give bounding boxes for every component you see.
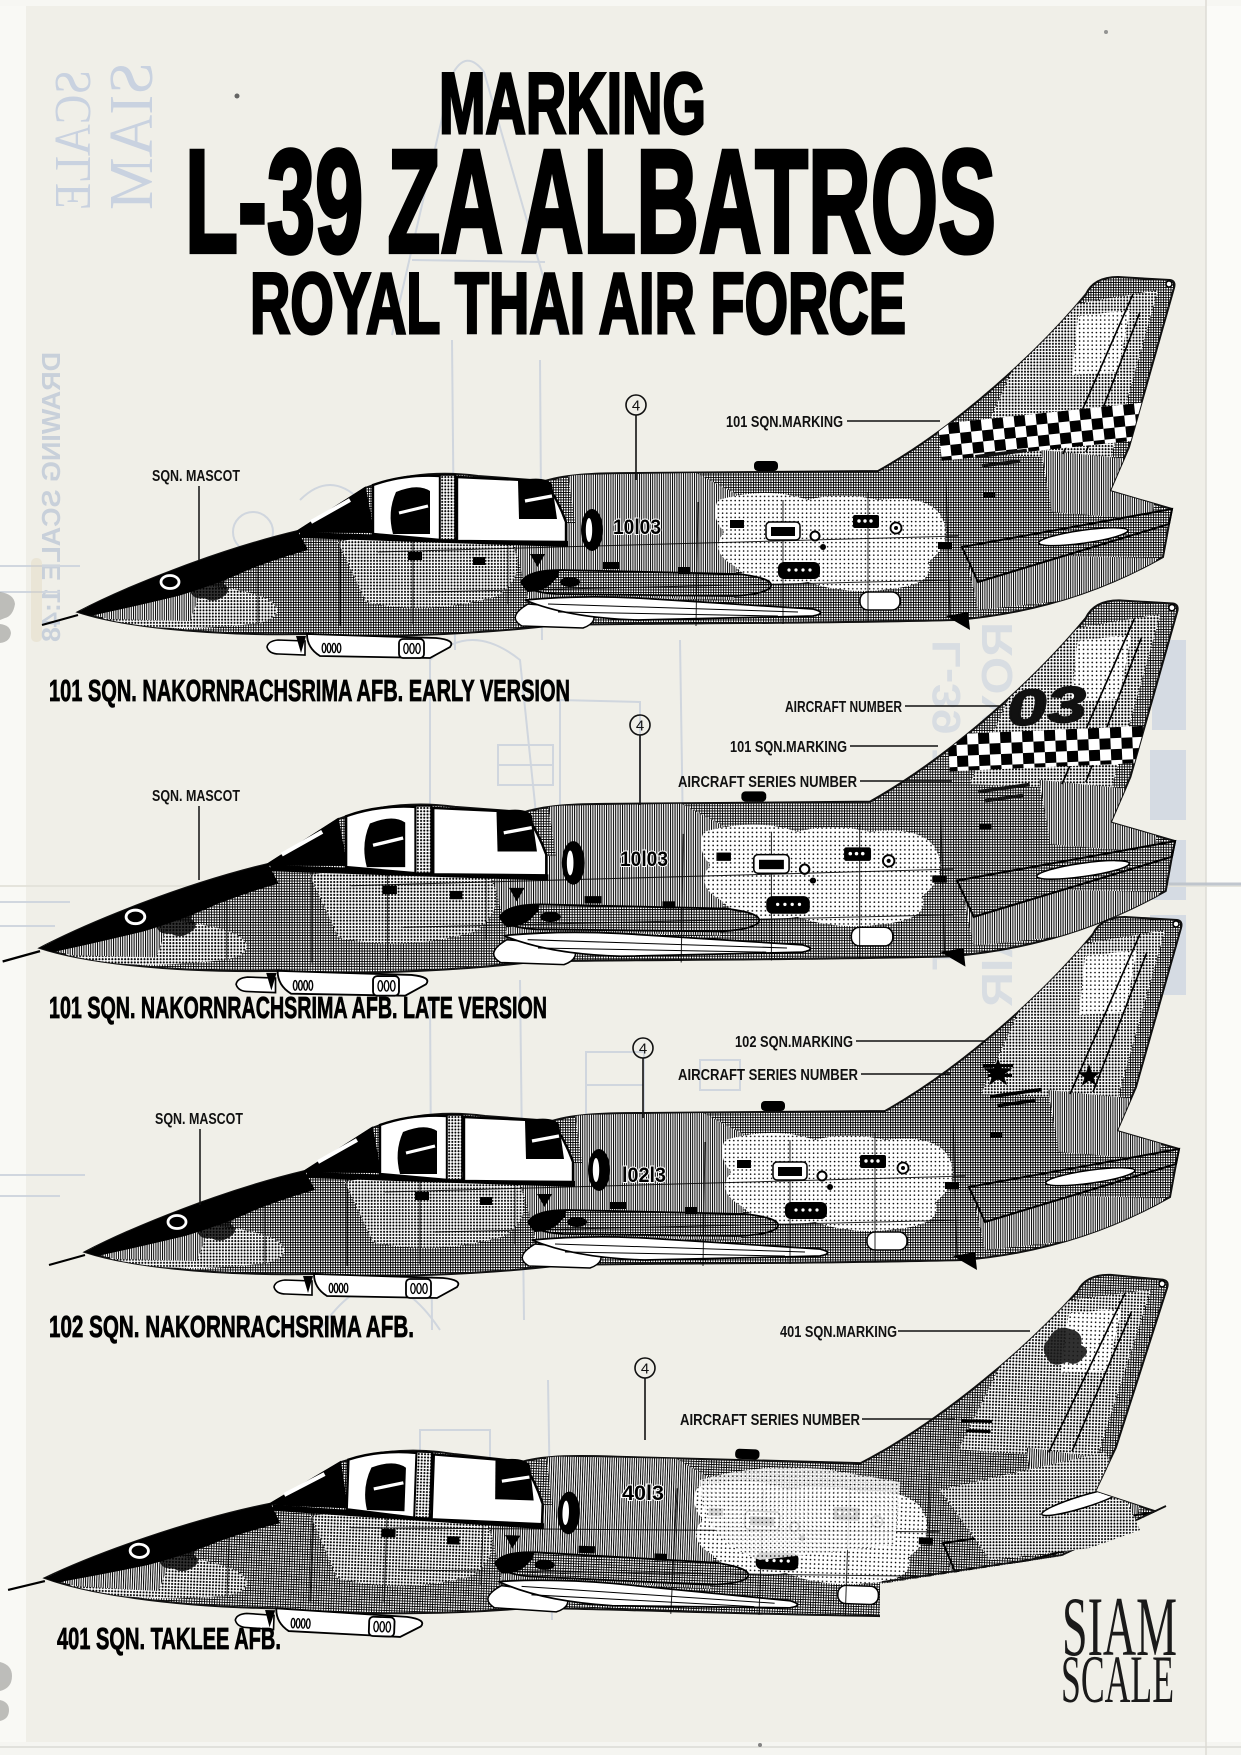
svg-text:SCALE: SCALE xyxy=(1061,1641,1174,1717)
svg-text:DRAWING SCALE 1:48: DRAWING SCALE 1:48 xyxy=(36,352,66,642)
svg-text:101 SQN. NAKORNRACHSRIMA AFB.: 101 SQN. NAKORNRACHSRIMA AFB. LATE VERSI… xyxy=(49,990,547,1025)
svg-text:SQN. MASCOT: SQN. MASCOT xyxy=(152,468,240,485)
svg-text:102 SQN. NAKORNRACHSRIMA AFB.: 102 SQN. NAKORNRACHSRIMA AFB. xyxy=(49,1309,414,1344)
svg-text:401 SQN.MARKING: 401 SQN.MARKING xyxy=(780,1324,897,1341)
svg-text:SIAM: SIAM xyxy=(98,62,166,210)
svg-text:SCALE: SCALE xyxy=(45,70,102,210)
svg-text:L-39 ZA ALBATROS: L-39 ZA ALBATROS xyxy=(185,120,996,284)
svg-text:SQN. MASCOT: SQN. MASCOT xyxy=(155,1111,243,1128)
svg-text:AIRCRAFT SERIES NUMBER: AIRCRAFT SERIES NUMBER xyxy=(680,1412,860,1429)
svg-text:AIRCRAFT SERIES NUMBER: AIRCRAFT SERIES NUMBER xyxy=(678,1067,858,1084)
svg-text:4: 4 xyxy=(632,398,640,415)
svg-text:ROYAL THAI AIR FORCE: ROYAL THAI AIR FORCE xyxy=(250,256,906,352)
svg-text:101 SQN.MARKING: 101 SQN.MARKING xyxy=(726,414,843,431)
svg-text:4: 4 xyxy=(636,718,644,735)
svg-text:SQN. MASCOT: SQN. MASCOT xyxy=(152,788,240,805)
svg-text:AIRCRAFT NUMBER: AIRCRAFT NUMBER xyxy=(785,699,902,716)
svg-text:4: 4 xyxy=(639,1041,647,1058)
svg-text:4: 4 xyxy=(641,1361,649,1378)
svg-text:101 SQN. NAKORNRACHSRIMA AFB.: 101 SQN. NAKORNRACHSRIMA AFB. EARLY VERS… xyxy=(49,673,570,708)
svg-text:10l03: 10l03 xyxy=(613,516,661,539)
svg-text:401 SQN. TAKLEE AFB.: 401 SQN. TAKLEE AFB. xyxy=(57,1621,281,1656)
svg-text:10l03: 10l03 xyxy=(620,848,668,871)
svg-text:MARKING: MARKING xyxy=(439,56,706,152)
svg-text:AIRCRAFT SERIES NUMBER: AIRCRAFT SERIES NUMBER xyxy=(678,774,857,791)
svg-text:SIAM: SIAM xyxy=(1062,1580,1177,1674)
svg-text:102 SQN.MARKING: 102 SQN.MARKING xyxy=(735,1034,853,1051)
svg-text:l02l3: l02l3 xyxy=(622,1164,666,1187)
svg-text:03: 03 xyxy=(1005,676,1089,737)
svg-text:101 SQN.MARKING: 101 SQN.MARKING xyxy=(730,739,847,756)
svg-text:40l3: 40l3 xyxy=(622,1482,664,1505)
